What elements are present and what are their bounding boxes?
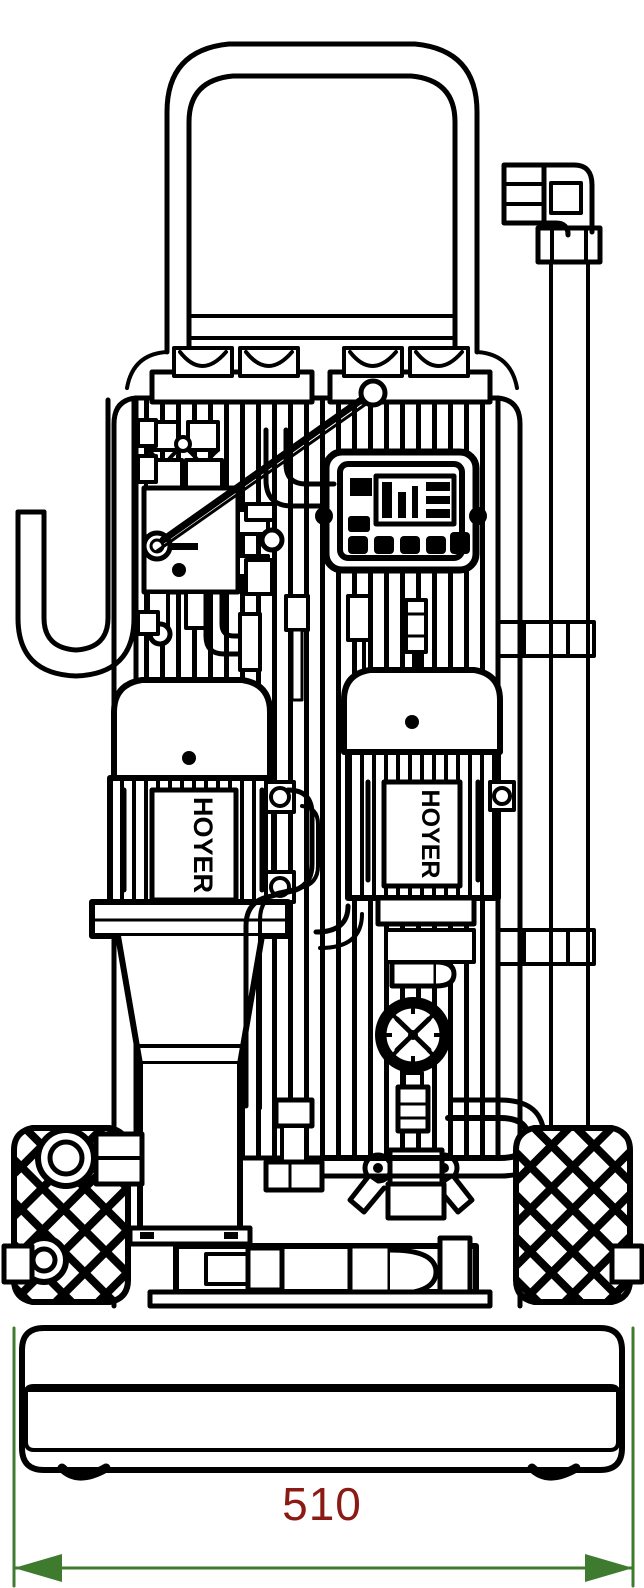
top-valve-covers — [149, 346, 493, 405]
left-wheel — [1, 1125, 145, 1305]
dimension-value-label: 510 — [282, 1478, 362, 1530]
push-handle — [125, 41, 519, 390]
panel-buttons[interactable] — [348, 532, 470, 554]
left-valve-block — [141, 378, 388, 647]
arrowhead-right — [585, 1554, 633, 1582]
base-plate — [19, 1325, 625, 1481]
hose-hook — [15, 397, 137, 679]
right-motor: HOYER — [341, 667, 516, 927]
right-wheel — [513, 1125, 644, 1305]
flex-hoses — [243, 787, 364, 1110]
left-motor: HOYER — [89, 677, 296, 939]
left-motor-label: HOYER — [188, 797, 218, 893]
dimension-510 — [12, 1326, 635, 1588]
lower-hopper — [115, 933, 265, 1247]
lcd-display — [373, 473, 457, 527]
control-panel[interactable] — [315, 448, 487, 574]
arrowhead-left — [14, 1554, 62, 1582]
right-motor-label: HOYER — [416, 790, 444, 879]
pressure-gauge — [375, 928, 476, 1134]
